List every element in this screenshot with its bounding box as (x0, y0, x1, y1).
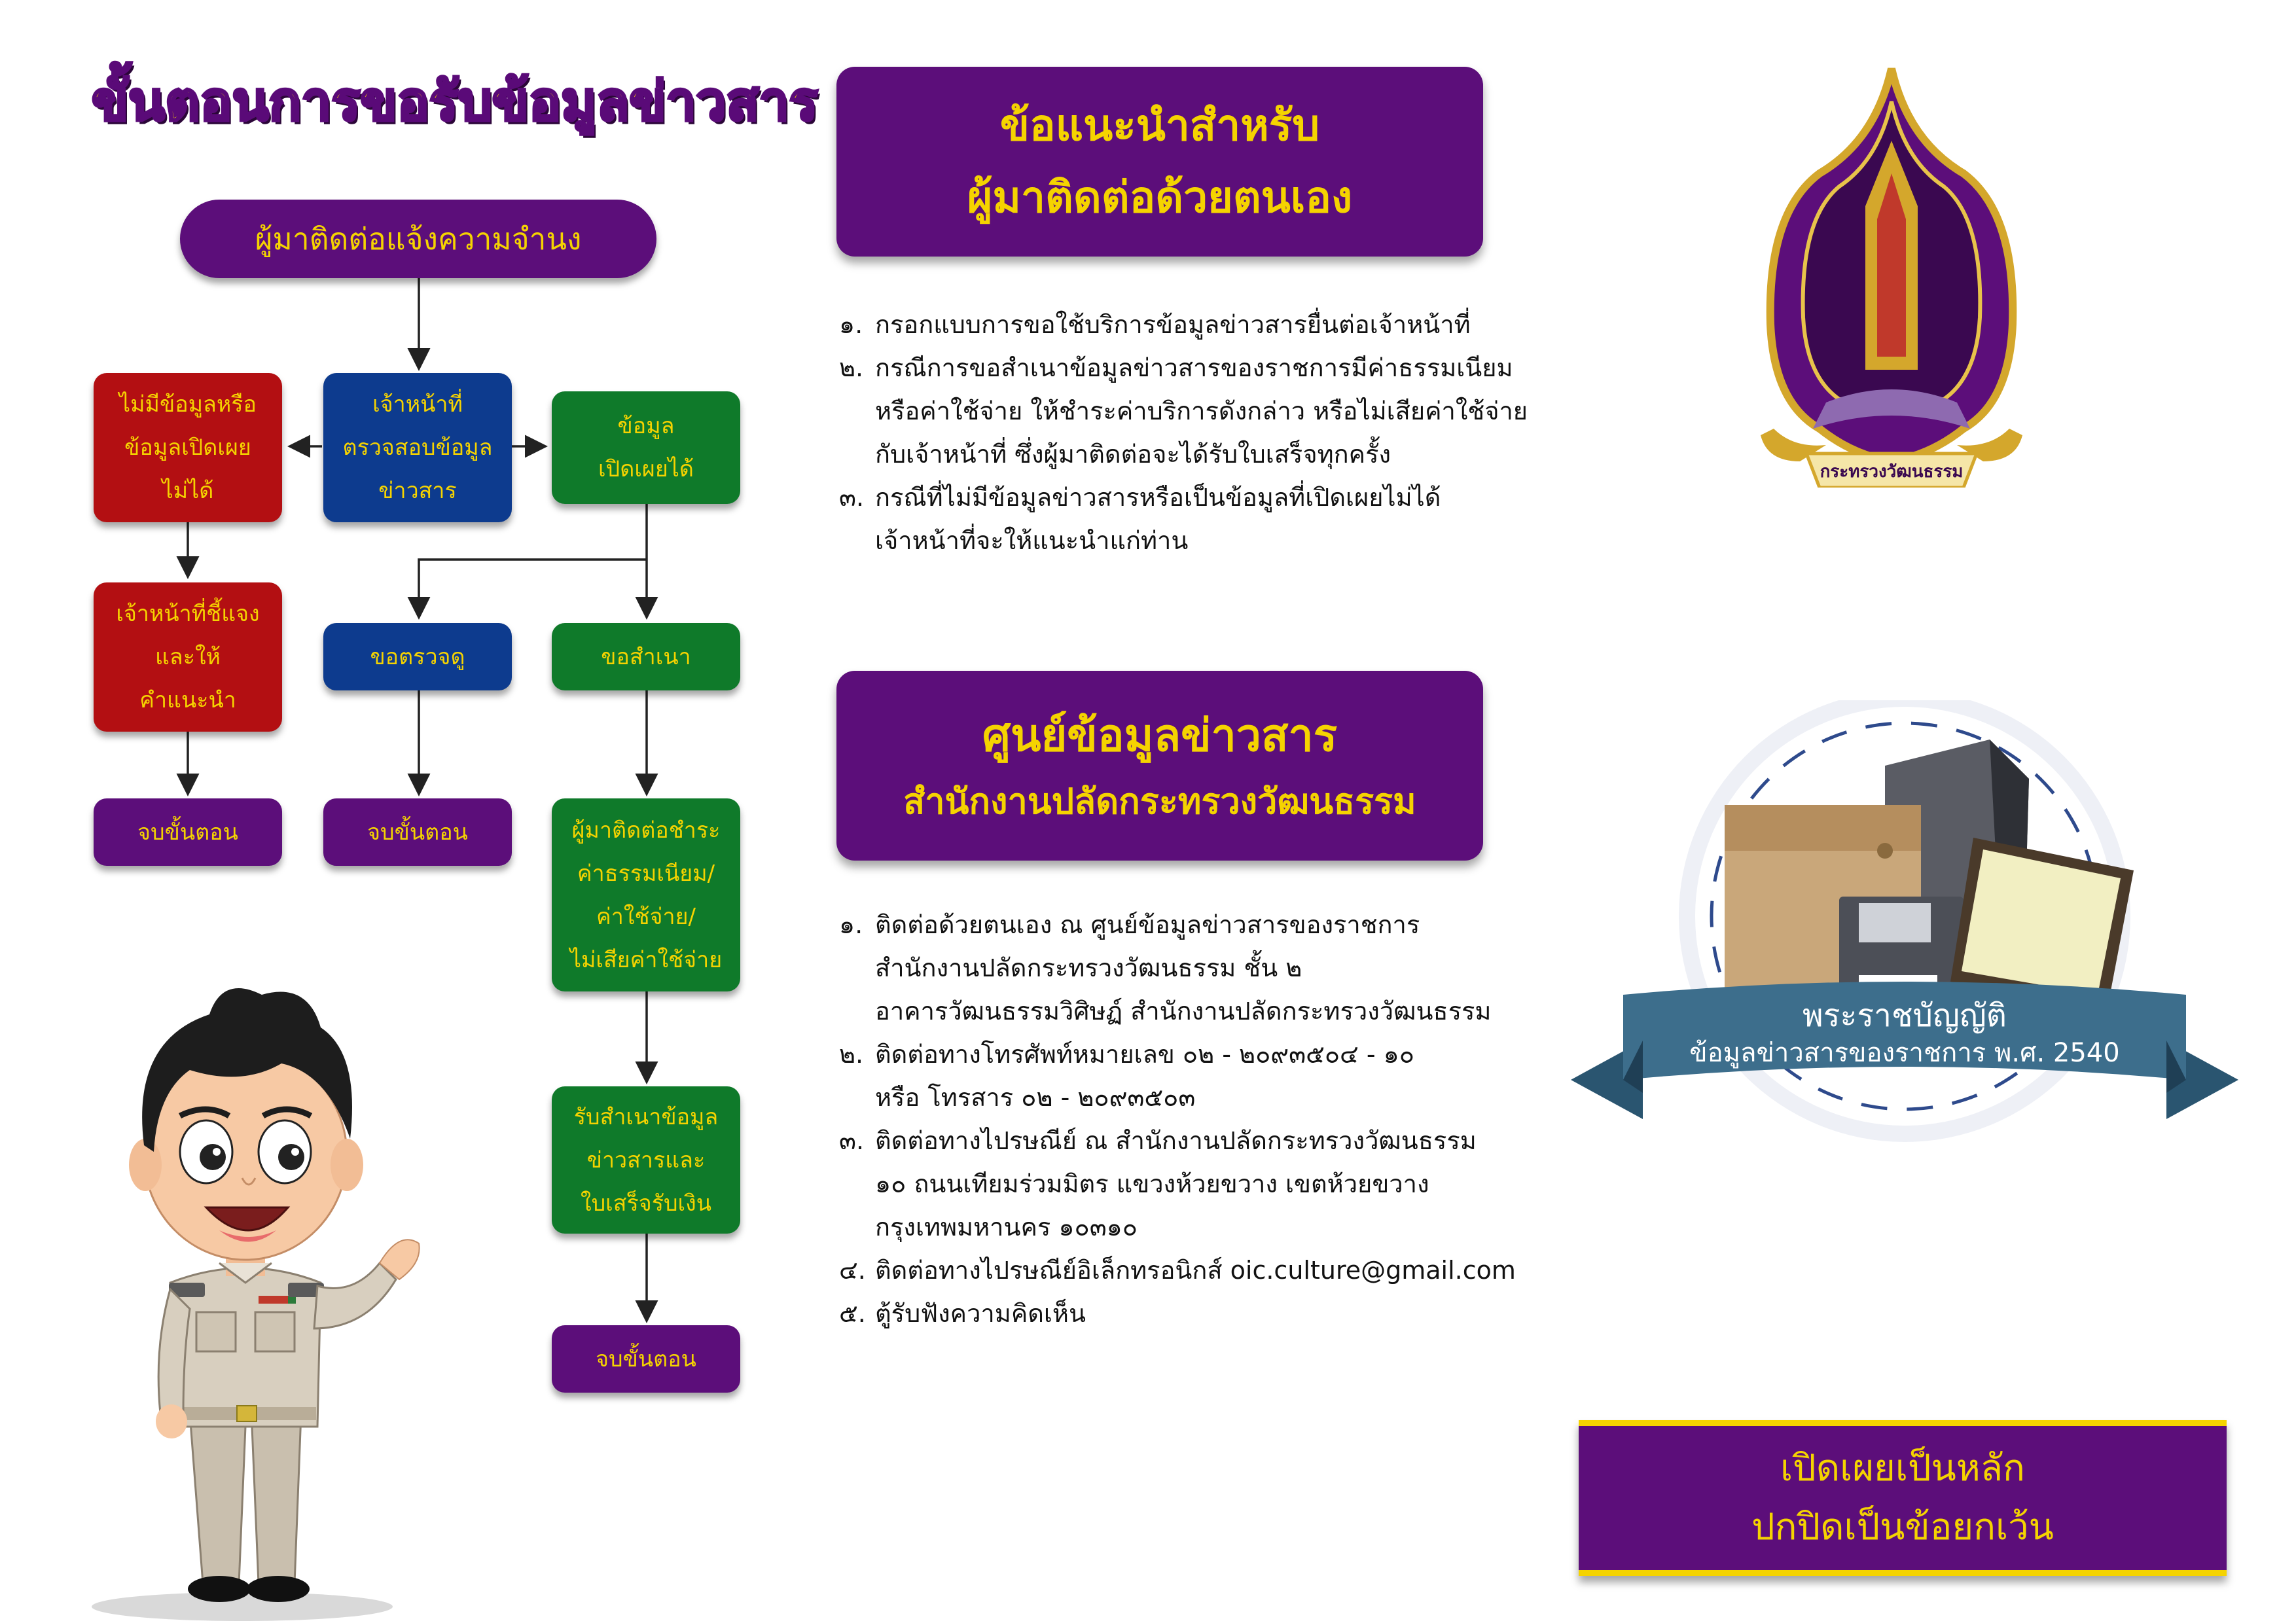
flow-no-data-line: ข้อมูลเปิดเผย (124, 435, 251, 461)
center-heading-line: ศูนย์ข้อมูลข่าวสาร (982, 710, 1338, 762)
act-title-line1: พระราชบัญญัติ (1803, 997, 2007, 1034)
flow-check-line: เจ้าหน้าที่ (372, 391, 463, 418)
flow-end-label: จบขั้นตอน (137, 819, 238, 846)
list-item-text: ๑๐ ถนนเทียมร่วมมิตร แขวงห้วยขวาง เขตห้วย… (875, 1169, 1429, 1198)
list-item-text: เจ้าหน้าที่จะให้แนะนำแก่ท่าน (875, 526, 1189, 555)
advice-heading-line: ข้อแนะนำสำหรับ (999, 100, 1320, 151)
list-item-text: อาคารวัฒนธรรมวิศิษฏ์ สำนักงานปลัดกระทรวง… (875, 997, 1492, 1026)
motto-banner: เปิดเผยเป็นหลัก ปกปิดเป็นข้อยกเว้น (1579, 1420, 2227, 1576)
flow-check-box: เจ้าหน้าที่ ตรวจสอบข้อมูล ข่าวสาร (323, 373, 512, 522)
flow-pay-line: ผู้มาติดต่อชำระ (571, 817, 721, 844)
flow-copy-box: ขอสำเนา (552, 623, 740, 690)
center-heading-panel: ศูนย์ข้อมูลข่าวสาร สำนักงานปลัดกระทรวงวั… (836, 671, 1483, 861)
flow-end-label: จบขั้นตอน (596, 1346, 696, 1372)
ministry-emblem-icon: กระทรวงวัฒนธรรม (1761, 67, 2022, 488)
act-ribbon (1571, 982, 2238, 1119)
advice-list: ๑. กรอกแบบการขอใช้บริการข้อมูลข่าวสารยื่… (839, 303, 1528, 562)
list-item-number: ๓. (839, 483, 865, 512)
list-item: ๕. ตู้รับฟังความคิดเห็น (839, 1292, 1494, 1335)
list-item-text: ติดต่อด้วยตนเอง ณ ศูนย์ข้อมูลข่าวสารของร… (875, 910, 1420, 939)
flow-end-label: จบขั้นตอน (367, 819, 468, 846)
list-item-number: ๒. (839, 1040, 864, 1069)
list-item-text: กรณีที่ไม่มีข้อมูลข่าวสารหรือเป็นข้อมูลท… (875, 483, 1441, 512)
flow-disclosable-line: ข้อมูล (617, 413, 675, 439)
list-item-number: ๑. (839, 910, 863, 939)
flow-explain-line: คำแนะนำ (139, 687, 236, 713)
list-item: ๓. กรณีที่ไม่มีข้อมูลข่าวสารหรือเป็นข้อม… (839, 476, 1494, 562)
motto-line: ปกปิดเป็นข้อยกเว้น (1751, 1506, 2054, 1548)
motto-line: เปิดเผยเป็นหลัก (1780, 1447, 2025, 1489)
flow-copy-label: ขอสำเนา (601, 643, 691, 670)
arrow-disclosable-to-inspect (407, 558, 647, 620)
list-item: ๔. ติดต่อทางไปรษณีย์อิเล็กทรอนิกส์ oic.c… (839, 1249, 1516, 1292)
flow-check-line: ตรวจสอบข้อมูล (342, 435, 493, 461)
flow-explain-line: เจ้าหน้าที่ชี้แจง (116, 601, 260, 627)
list-item-text: กรณีการขอสำเนาข้อมูลข่าวสารของราชการมีค่… (875, 353, 1513, 382)
list-item-text: ตู้รับฟังความคิดเห็น (875, 1299, 1086, 1328)
flow-start-box: ผู้มาติดต่อแจ้งความจำนง (180, 200, 656, 278)
flow-pay-line: ไม่เสียค่าใช้จ่าย (569, 946, 723, 973)
center-list: ๑. ติดต่อด้วยตนเอง ณ ศูนย์ข้อมูลข่าวสารข… (839, 903, 1516, 1335)
list-item-number: ๑. (839, 310, 863, 339)
act-title-line2: ข้อมูลข่าวสารของราชการ พ.ศ. 2540 (1689, 1038, 2119, 1068)
list-item-text: ติดต่อทางโทรศัพท์หมายเลข ๐๒ - ๒๐๙๓๕๐๔ - … (875, 1040, 1414, 1069)
list-item: ๑. กรอกแบบการขอใช้บริการข้อมูลข่าวสารยื่… (839, 303, 1494, 346)
list-item-text: ติดต่อทางไปรษณีย์อิเล็กทรอนิกส์ oic.cult… (875, 1256, 1516, 1285)
flow-no-data-box: ไม่มีข้อมูลหรือ ข้อมูลเปิดเผย ไม่ได้ (94, 373, 282, 522)
list-item: ๑. ติดต่อด้วยตนเอง ณ ศูนย์ข้อมูลข่าวสารข… (839, 903, 1494, 1033)
flow-disclosable-line: เปิดเผยได้ (598, 456, 694, 482)
flow-pay-box: ผู้มาติดต่อชำระ ค่าธรรมเนียม/ ค่าใช้จ่าย… (552, 798, 740, 991)
flow-end-box: จบขั้นตอน (323, 798, 512, 866)
list-item-number: ๕. (839, 1299, 866, 1328)
flow-check-line: ข่าวสาร (378, 478, 457, 504)
flow-end-box: จบขั้นตอน (94, 798, 282, 866)
list-item-number: ๔. (839, 1256, 866, 1285)
page-title: ขั้นตอนการขอรับข้อมูลข่าวสาร (90, 69, 819, 134)
flow-no-data-line: ไม่ได้ (162, 478, 214, 504)
flow-inspect-label: ขอตรวจดู (370, 643, 465, 670)
list-item-text: กรุงเทพมหานคร ๑๐๓๑๐ (875, 1213, 1138, 1241)
info-act-badge: พระราชบัญญัติ ข้อมูลข่าวสารของราชการ พ.ศ… (1571, 700, 2238, 1142)
flow-pay-line: ค่าธรรมเนียม/ (577, 860, 715, 887)
list-item-text: กับเจ้าหน้าที่ ซึ่งผู้มาติดต่อจะได้รับใบ… (875, 440, 1391, 469)
list-item: ๓. ติดต่อทางไปรษณีย์ ณ สำนักงานปลัดกระทร… (839, 1119, 1494, 1249)
advice-heading-panel: ข้อแนะนำสำหรับ ผู้มาติดต่อด้วยตนเอง (836, 67, 1483, 257)
list-item-number: ๒. (839, 353, 864, 382)
list-item-text: กรอกแบบการขอใช้บริการข้อมูลข่าวสารยื่นต่… (875, 310, 1471, 339)
flow-disclosable-box: ข้อมูล เปิดเผยได้ (552, 391, 740, 504)
list-item-number: ๓. (839, 1126, 865, 1155)
flow-end-box: จบขั้นตอน (552, 1325, 740, 1393)
list-item-text: สำนักงานปลัดกระทรวงวัฒนธรรม ชั้น ๒ (875, 954, 1302, 982)
emblem-ribbon-text: กระทรวงวัฒนธรรม (1820, 462, 1964, 482)
list-item: ๒. กรณีการขอสำเนาข้อมูลข่าวสารของราชการม… (839, 346, 1528, 476)
flow-pay-line: ค่าใช้จ่าย/ (596, 903, 696, 930)
list-item-text: ติดต่อทางไปรษณีย์ ณ สำนักงานปลัดกระทรวงว… (875, 1126, 1477, 1155)
flow-explain-line: และให้ (154, 644, 221, 670)
center-heading-line: สำนักงานปลัดกระทรวงวัฒนธรรม (903, 781, 1416, 822)
officer-cartoon-icon (92, 988, 420, 1621)
flow-start-label: ผู้มาติดต่อแจ้งความจำนง (255, 221, 582, 257)
flow-no-data-line: ไม่มีข้อมูลหรือ (119, 391, 257, 418)
flowchart-connectors (176, 278, 658, 1323)
flow-receive-line: ข่าวสารและ (586, 1147, 706, 1173)
advice-heading-line: ผู้มาติดต่อด้วยตนเอง (967, 172, 1353, 223)
flow-inspect-box: ขอตรวจดู (323, 623, 512, 690)
list-item: ๒. ติดต่อทางโทรศัพท์หมายเลข ๐๒ - ๒๐๙๓๕๐๔… (839, 1033, 1494, 1119)
list-item-text: หรือ โทรสาร ๐๒ - ๒๐๙๓๕๐๓ (875, 1083, 1196, 1112)
flow-receive-line: รับสำเนาข้อมูล (573, 1103, 719, 1130)
flow-explain-box: เจ้าหน้าที่ชี้แจง และให้ คำแนะนำ (94, 582, 282, 732)
flow-receive-line: ใบเสร็จรับเงิน (580, 1190, 712, 1217)
list-item-text: หรือค่าใช้จ่าย ให้ชำระค่าบริการดังกล่าว … (875, 397, 1528, 425)
flow-receive-box: รับสำเนาข้อมูล ข่าวสารและ ใบเสร็จรับเงิน (552, 1086, 740, 1234)
